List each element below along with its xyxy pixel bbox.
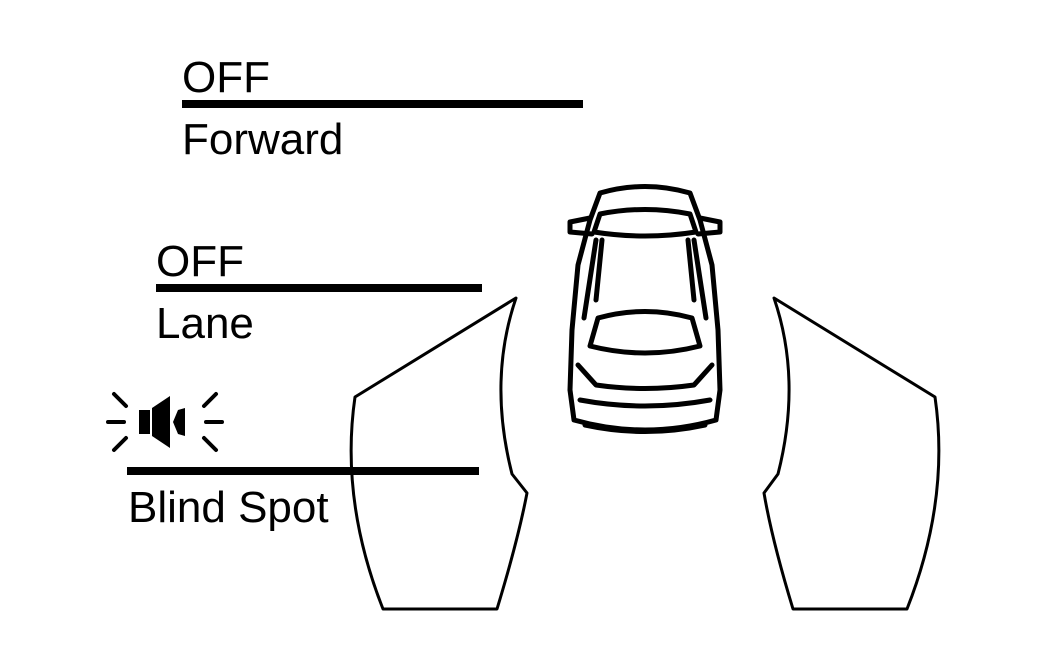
forward-divider bbox=[182, 100, 583, 108]
lane-divider bbox=[156, 284, 482, 292]
blind-spot-label: Blind Spot bbox=[128, 483, 329, 532]
left-detection-zone bbox=[349, 296, 529, 611]
lane-label: Lane bbox=[156, 299, 254, 348]
speaker-alert-icon bbox=[106, 392, 224, 452]
car-top-view-icon bbox=[567, 184, 723, 434]
right-detection-zone bbox=[762, 296, 941, 611]
forward-status: OFF bbox=[182, 53, 270, 102]
lane-status: OFF bbox=[156, 237, 244, 286]
blind-spot-divider bbox=[127, 467, 479, 475]
forward-label: Forward bbox=[182, 115, 344, 164]
